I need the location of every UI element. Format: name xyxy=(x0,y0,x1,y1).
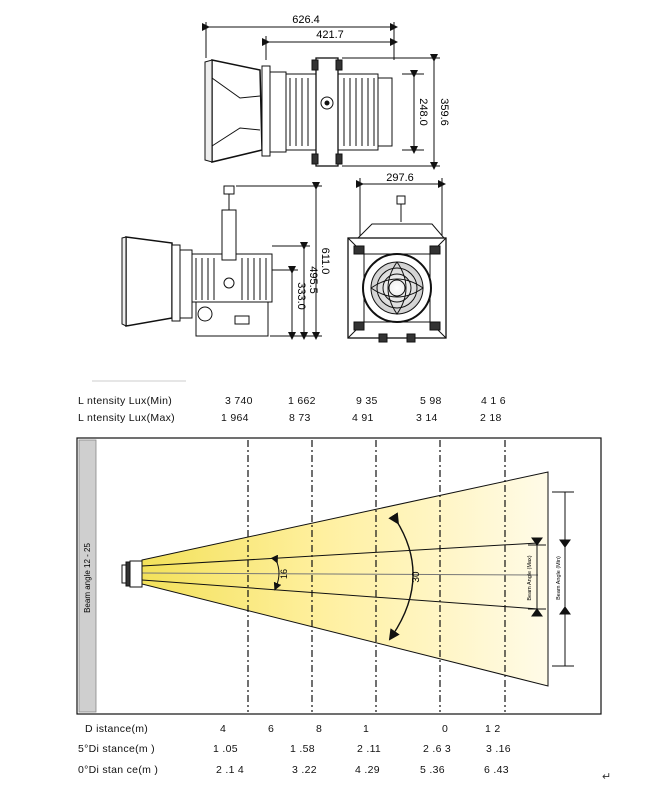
distance-0deg-value: 5 .36 xyxy=(420,764,445,776)
distance-value: 4 xyxy=(220,723,227,735)
distance-0deg-value: 2 .1 4 xyxy=(216,764,245,776)
angle-arc-large xyxy=(388,512,414,641)
lux-min-row: L ntensity Lux(Min) 3 740 1 662 9 35 5 9… xyxy=(0,395,650,411)
distance-5deg-value: 2 .6 3 xyxy=(423,743,452,755)
lux-min-value: 9 35 xyxy=(356,395,378,407)
distance-5deg-value: 1 .05 xyxy=(213,743,238,755)
dim-overall-height: 359.6 xyxy=(438,98,450,126)
dim-body-height: 248.0 xyxy=(417,98,429,126)
lux-max-value: 1 964 xyxy=(221,412,249,424)
dim-body-length: 421.7 xyxy=(316,29,344,41)
distance-5deg-value: 2 .11 xyxy=(357,743,382,755)
distance-5deg-label: 5°Di stance(m ) xyxy=(78,743,155,755)
side-view-fins xyxy=(195,258,267,300)
lux-max-value: 3 14 xyxy=(416,412,438,424)
distance-0deg-value: 3 .22 xyxy=(292,764,317,776)
distance-row: D istance(m) 4 6 8 1 0 1 2 xyxy=(0,723,650,739)
distance-value: 6 xyxy=(268,723,275,735)
return-mark-icon: ↵ xyxy=(602,771,612,783)
lux-min-value: 1 662 xyxy=(288,395,316,407)
distance-5deg-row: 5°Di stance(m ) 1 .05 1 .58 2 .11 2 .6 3… xyxy=(0,743,650,759)
max-bracket xyxy=(528,537,546,617)
dim-height-b: 495.5 xyxy=(307,266,319,294)
distance-value: 1 2 xyxy=(485,723,501,735)
distance-5deg-value: 1 .58 xyxy=(290,743,315,755)
fixture-icon xyxy=(121,560,143,588)
distance-value: 0 xyxy=(442,723,449,735)
side-view-drawing xyxy=(121,185,273,337)
dim-height-c: 333.0 xyxy=(295,282,307,310)
lux-max-row: L ntensity Lux(Max) 1 964 8 73 4 91 3 14… xyxy=(0,412,650,428)
lux-min-value: 5 98 xyxy=(420,395,442,407)
max-bracket-label: Beam Angle (Max) xyxy=(527,555,533,600)
top-view-drawing xyxy=(202,22,398,167)
lux-min-label: L ntensity Lux(Min) xyxy=(78,395,173,407)
lux-min-value: 3 740 xyxy=(225,395,253,407)
lux-max-value: 2 18 xyxy=(480,412,502,424)
distance-0deg-value: 6 .43 xyxy=(484,764,509,776)
distance-0deg-label: 0°Di stan ce(m ) xyxy=(78,764,159,776)
distance-value: 1 xyxy=(363,723,370,735)
lux-max-value: 8 73 xyxy=(289,412,311,424)
front-view-drawing xyxy=(347,178,447,343)
lux-max-value: 4 91 xyxy=(352,412,374,424)
distance-0deg-value: 4 .29 xyxy=(355,764,380,776)
beam-side-bar xyxy=(78,439,97,713)
distance-0deg-row: 0°Di stan ce(m ) 2 .1 4 3 .22 4 .29 5 .3… xyxy=(0,764,650,780)
dim-total-height: 611.0 xyxy=(319,248,331,275)
inner-beam-lines xyxy=(141,542,539,610)
top-view-fins xyxy=(289,78,375,146)
angle-arc-small xyxy=(270,554,282,591)
distance-markers xyxy=(247,440,506,712)
lux-max-label: L ntensity Lux(Max) xyxy=(78,412,175,424)
angle-large-label: 30 xyxy=(411,571,422,583)
min-bracket xyxy=(552,491,574,667)
side-view-dims xyxy=(236,182,322,340)
angle-small-label: 16 xyxy=(279,569,289,579)
distance-5deg-value: 3 .16 xyxy=(486,743,511,755)
top-view-dims xyxy=(342,54,440,170)
dim-front-width: 297.6 xyxy=(386,172,414,184)
dim-overall-length: 626.4 xyxy=(292,14,320,26)
distance-label: D istance(m) xyxy=(85,723,149,735)
min-bracket-label: Beam Angle (Min) xyxy=(556,556,562,600)
lux-min-value: 4 1 6 xyxy=(481,395,506,407)
beam-angle-side-label: Beam angle 12 - 25 xyxy=(83,543,92,613)
distance-value: 8 xyxy=(316,723,323,735)
